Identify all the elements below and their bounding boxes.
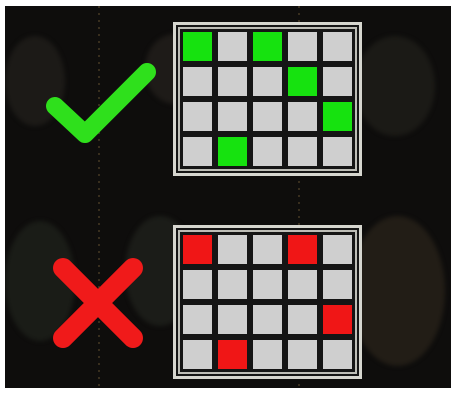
grid-cell — [323, 137, 352, 166]
grid-cell — [218, 305, 247, 334]
grid-cell — [323, 67, 352, 96]
grid-cell — [253, 305, 282, 334]
grid-cell-highlighted — [288, 235, 317, 264]
grid-cell-highlighted — [253, 32, 282, 61]
grid-cell — [253, 270, 282, 299]
cross-icon — [48, 253, 148, 353]
grid-cell — [288, 137, 317, 166]
grid-cell — [183, 270, 212, 299]
valid-pattern-grid — [173, 22, 362, 176]
grid-cell-highlighted — [218, 340, 247, 369]
grid-cell — [253, 235, 282, 264]
grid-cell — [288, 32, 317, 61]
grid-cell — [218, 102, 247, 131]
invalid-pattern-grid — [173, 225, 362, 379]
grid-cell-highlighted — [323, 102, 352, 131]
background-art — [355, 36, 435, 136]
grid-cell — [323, 340, 352, 369]
grid-cell — [253, 340, 282, 369]
grid-cell — [183, 67, 212, 96]
grid-cell — [323, 32, 352, 61]
grid-cell-highlighted — [288, 67, 317, 96]
grid-cell — [253, 137, 282, 166]
check-icon — [45, 58, 157, 146]
grid-cell — [218, 235, 247, 264]
grid-cell-highlighted — [323, 305, 352, 334]
grid-cell — [218, 270, 247, 299]
game-stage — [5, 6, 451, 388]
grid-cell — [183, 305, 212, 334]
grid-cell-highlighted — [183, 235, 212, 264]
grid-cell-highlighted — [218, 137, 247, 166]
grid-cell — [218, 67, 247, 96]
grid-cell — [288, 102, 317, 131]
grid-cell — [183, 340, 212, 369]
background-art — [350, 216, 445, 366]
grid-cell — [183, 137, 212, 166]
grid-cell — [288, 305, 317, 334]
grid-cell — [253, 67, 282, 96]
grid-cell — [323, 235, 352, 264]
grid-cell — [253, 102, 282, 131]
grid-cell — [323, 270, 352, 299]
grid-cell — [183, 102, 212, 131]
grid-cell-highlighted — [183, 32, 212, 61]
grid-cell — [218, 32, 247, 61]
grid-cell — [288, 340, 317, 369]
grid-cell — [288, 270, 317, 299]
